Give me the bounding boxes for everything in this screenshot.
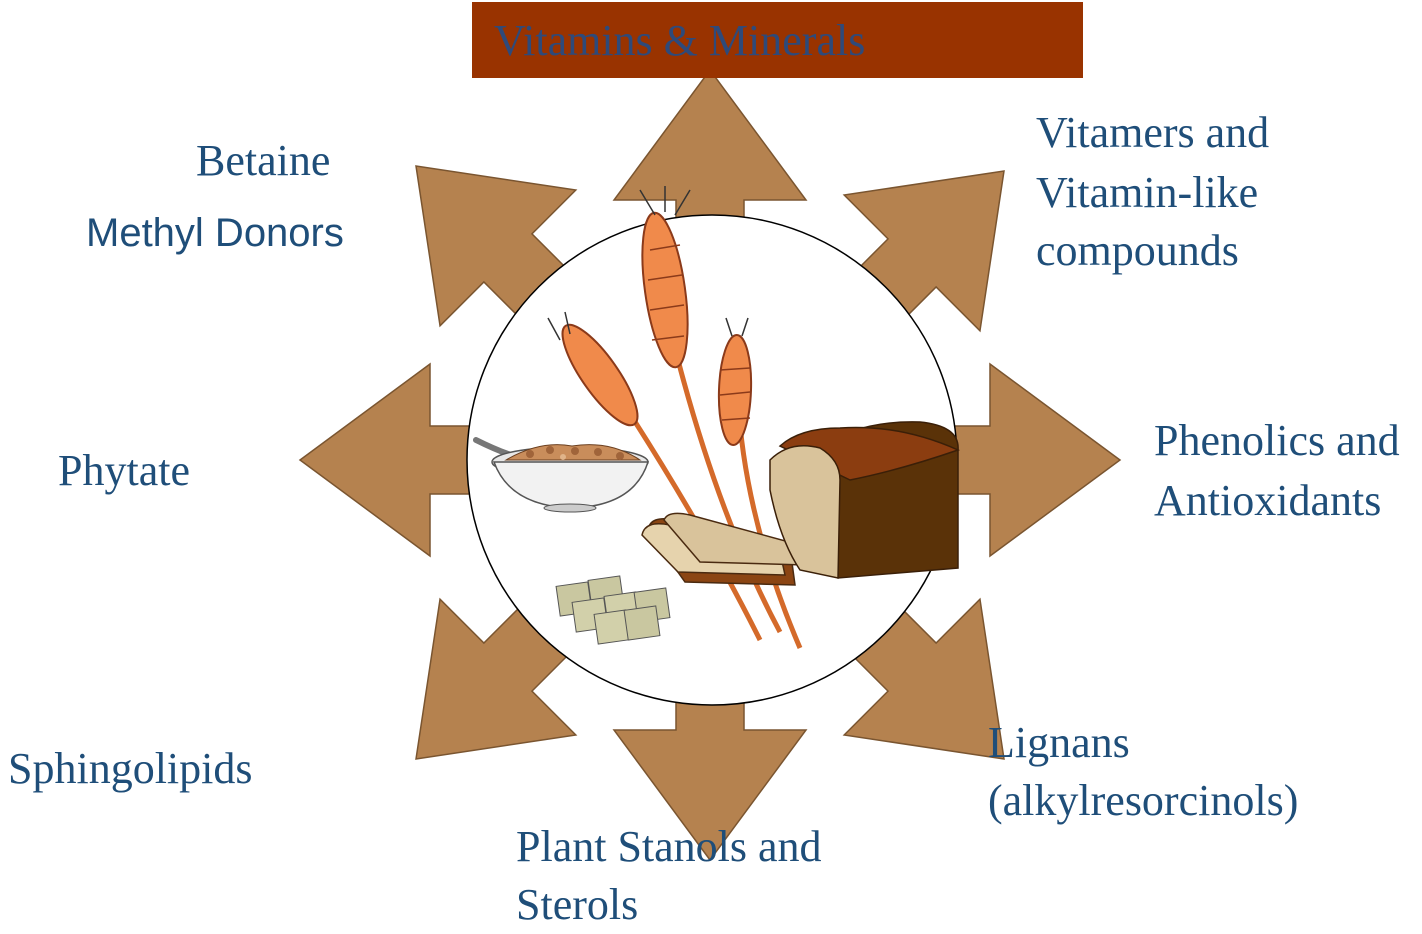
- vitamers-label-line3: compounds: [1036, 222, 1239, 280]
- stanols-label-line1: Plant Stanols and: [516, 818, 822, 876]
- methyl-donors-label: Methyl Donors: [86, 204, 344, 262]
- betaine-label: Betaine: [196, 132, 330, 190]
- sphingolipids-label: Sphingolipids: [8, 740, 253, 798]
- phenolics-label-line1: Phenolics and: [1154, 412, 1400, 470]
- vitamins-minerals-label: Vitamins & Minerals: [494, 12, 865, 70]
- arrow-right: [940, 364, 1120, 556]
- phenolics-label-line2: Antioxidants: [1154, 472, 1381, 530]
- phytate-label: Phytate: [58, 442, 190, 500]
- lignans-label-line2: (alkylresorcinols): [988, 772, 1298, 830]
- stanols-label-line2: Sterols: [516, 876, 638, 934]
- bread-loaf-icon: [770, 422, 958, 578]
- vitamers-label-line2: Vitamin-like: [1036, 164, 1258, 222]
- arrow-left: [300, 364, 480, 556]
- top-banner: Vitamins & Minerals: [472, 2, 1083, 78]
- vitamers-label-line1: Vitamers and: [1036, 104, 1269, 162]
- lignans-label-line1: Lignans: [988, 714, 1130, 772]
